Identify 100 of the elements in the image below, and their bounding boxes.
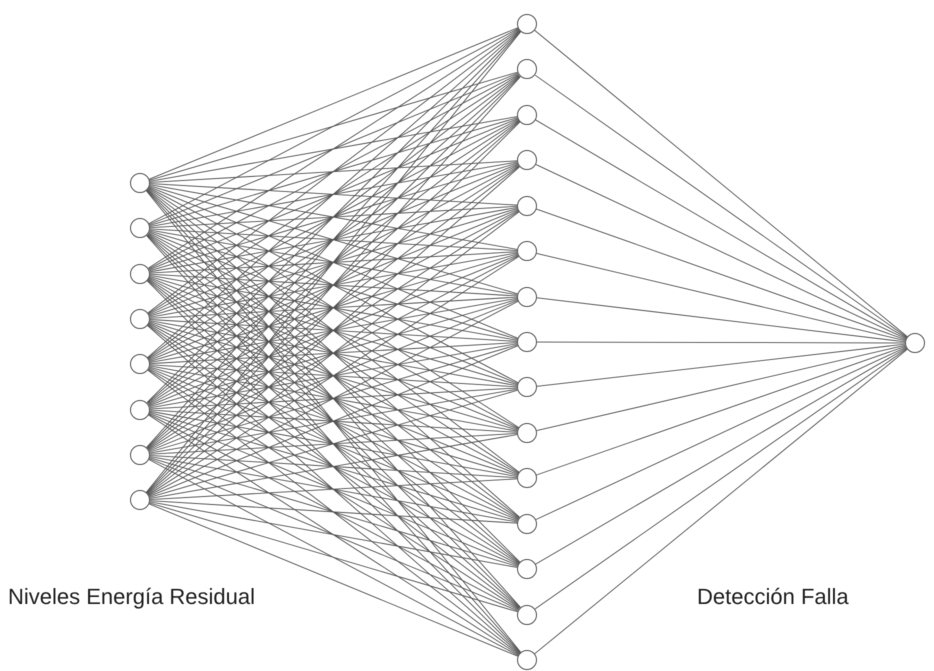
connection-line [149, 501, 518, 568]
connection-line [536, 164, 906, 340]
connection-line [150, 183, 518, 206]
connection-line [148, 458, 518, 612]
layer-label: Niveles Energía Residual [8, 583, 256, 611]
connection-line [148, 459, 519, 656]
connection-line [149, 456, 518, 522]
connection-line [149, 185, 518, 294]
connection-line [148, 210, 519, 406]
connection-line [536, 297, 906, 342]
connection-line [148, 28, 520, 269]
connection-line [149, 254, 518, 362]
connection-line [150, 319, 518, 342]
connection-line [149, 388, 518, 454]
connection-line [149, 343, 518, 408]
connection-line [149, 390, 518, 498]
connection-line [149, 230, 518, 296]
connection-line [150, 251, 518, 274]
connection-line [534, 348, 908, 610]
connection-line [148, 186, 518, 339]
connection-line [148, 300, 519, 496]
connection-line [149, 366, 518, 432]
connection-line [148, 28, 519, 224]
connection-line [148, 278, 519, 474]
connection-line [148, 368, 519, 565]
connection-line [150, 342, 518, 364]
connection-line [535, 119, 907, 338]
connection-line [148, 412, 518, 566]
connection-line [149, 274, 518, 341]
connection-line [149, 207, 518, 272]
connection-line [149, 162, 518, 272]
connection-line [148, 324, 520, 564]
connection-line [148, 164, 519, 360]
connection-line [148, 503, 518, 657]
connection-line [148, 255, 519, 451]
connection-line [148, 414, 520, 656]
connection-line [149, 298, 518, 363]
connection-line [148, 209, 518, 361]
connection-line [149, 117, 518, 226]
connection-line [149, 230, 518, 340]
connection-line [148, 72, 518, 225]
connection-line [148, 256, 520, 496]
connection-line [150, 228, 518, 251]
connection-line [150, 432, 518, 455]
connection-line [150, 274, 518, 296]
connection-line [149, 276, 518, 386]
connection-line [148, 254, 518, 406]
connection-line [148, 414, 519, 610]
connection-line [149, 410, 518, 477]
connection-line [149, 457, 518, 567]
connection-line [149, 412, 518, 522]
connection-line [148, 233, 520, 474]
connection-line [150, 364, 518, 388]
connection-line [148, 276, 518, 430]
connection-line [536, 344, 906, 432]
connection-line [149, 162, 518, 228]
connection-line [148, 232, 519, 429]
connection-line [148, 278, 520, 519]
connection-line [536, 342, 906, 344]
connection-line [536, 346, 906, 476]
connection-line [148, 187, 519, 384]
connection-line [148, 232, 518, 384]
connection-line [535, 348, 907, 565]
connection-line [149, 72, 518, 181]
connection-line [149, 116, 518, 182]
connection-line [149, 184, 518, 250]
connection-line [149, 344, 518, 452]
connection-line [148, 165, 520, 405]
connection-line [149, 502, 518, 612]
connection-line [150, 454, 518, 478]
connection-line [150, 388, 518, 410]
connection-line [148, 322, 518, 475]
connection-line [148, 164, 518, 316]
connection-line [149, 320, 518, 386]
layer-label: Detección Falla [697, 583, 849, 611]
connection-line [149, 298, 518, 408]
connection-line [150, 500, 518, 524]
connection-line [150, 206, 518, 228]
connection-line [536, 344, 906, 387]
connection-line [149, 208, 518, 317]
connection-line [534, 348, 908, 654]
connection-line [148, 27, 518, 180]
connection-line [148, 323, 519, 520]
connection-line [536, 208, 906, 340]
connection-line [150, 478, 518, 500]
connection-line [148, 368, 518, 520]
connection-line [148, 369, 520, 610]
connection-line [148, 345, 518, 497]
connection-line [149, 252, 518, 318]
connection-line [148, 120, 520, 360]
connection-line [148, 74, 520, 314]
connection-line [536, 253, 906, 342]
connection-line [148, 210, 520, 450]
connection-line [149, 434, 518, 499]
connection-line [149, 321, 518, 430]
connection-line [149, 366, 518, 476]
connection-line [148, 119, 519, 315]
connection-line [148, 188, 520, 428]
connection-line [148, 300, 518, 452]
connection-line [150, 410, 518, 433]
